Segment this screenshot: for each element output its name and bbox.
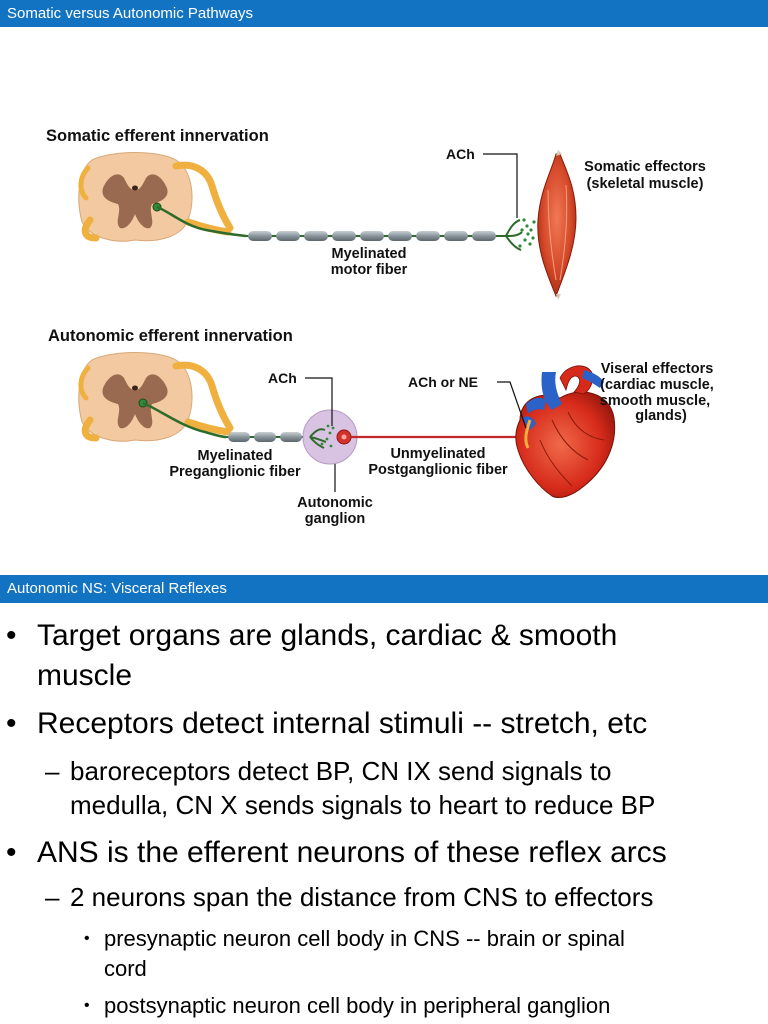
bullet-receptors: • Receptors detect internal stimuli -- s… <box>6 704 746 744</box>
motor-axon <box>156 205 247 238</box>
slide-header: Autonomic NS: Visceral Reflexes <box>0 575 768 603</box>
visceral-effectors-label-4: glands) <box>635 408 687 424</box>
sub-bullet-baroreceptors: – baroreceptors detect BP, CN IX send si… <box>45 754 745 822</box>
slide-somatic-vs-autonomic: Somatic versus Autonomic Pathways Somati… <box>0 0 768 527</box>
bullet-line: Receptors detect internal stimuli -- str… <box>37 707 648 740</box>
autonomic-ganglion <box>302 409 358 465</box>
bullet-line: postsynaptic neuron cell body in periphe… <box>104 993 611 1018</box>
bullet-line: muscle <box>37 659 133 692</box>
bullet-line: baroreceptors detect BP, CN IX send sign… <box>70 756 612 786</box>
postganglionic-label-1: Unmyelinated <box>390 446 485 462</box>
bullet-line: ANS is the efferent neurons of these ref… <box>37 836 667 869</box>
bullet-line: medulla, CN X sends signals to heart to … <box>70 790 656 820</box>
ganglion-label-1: Autonomic <box>297 495 373 511</box>
somatic-effectors-label-2: (skeletal muscle) <box>587 176 704 192</box>
nerve-root-somatic <box>81 161 234 242</box>
bullet-line: 2 neurons span the distance from CNS to … <box>70 882 654 912</box>
bullet-line: Target organs are glands, cardiac & smoo… <box>37 619 618 652</box>
bullet-marker: • <box>6 619 17 652</box>
bullet-line: cord <box>104 956 147 981</box>
visceral-effectors-label-1: Viseral effectors <box>601 361 714 377</box>
bullet-target-organs: • Target organs are glands, cardiac & sm… <box>6 616 746 696</box>
myelinated-motor-fiber <box>246 231 508 241</box>
ach-or-ne-label: ACh or NE <box>408 374 478 390</box>
bullet-marker: • <box>6 707 17 740</box>
bullet-marker: – <box>45 882 60 912</box>
visceral-effectors-label-2: (cardiac muscle, <box>600 377 714 393</box>
ganglion-ach-label: ACh <box>268 370 297 386</box>
spinal-cord-somatic <box>78 152 193 242</box>
bullet-marker: • <box>84 997 90 1014</box>
bullet-marker: • <box>6 836 17 869</box>
spinal-cord-autonomic <box>78 352 193 442</box>
sub-bullet-two-neurons: – 2 neurons span the distance from CNS t… <box>45 880 755 914</box>
somatic-ach-label: ACh <box>446 146 475 162</box>
somatic-effectors-label-1: Somatic effectors <box>584 159 706 175</box>
bullet-marker: – <box>45 756 60 786</box>
postganglionic-label-2: Postganglionic fiber <box>368 462 508 478</box>
somatic-title: Somatic efferent innervation <box>46 127 269 145</box>
bullet-marker: • <box>84 930 90 947</box>
preganglionic-label-2: Preganglionic fiber <box>169 464 301 480</box>
sub-sub-bullet-presynaptic: • presynaptic neuron cell body in CNS --… <box>84 924 754 984</box>
skeletal-muscle <box>537 150 577 300</box>
motor-fiber-label-1: Myelinated <box>332 246 407 262</box>
ganglion-label-2: ganglion <box>305 511 365 527</box>
bullet-line: presynaptic neuron cell body in CNS -- b… <box>104 926 625 951</box>
slide-header: Somatic versus Autonomic Pathways <box>0 0 768 27</box>
pathways-diagram: Somatic efferent innervation <box>46 127 714 527</box>
slide-visceral-reflexes: Autonomic NS: Visceral Reflexes • Target… <box>0 575 768 1024</box>
bullet-ans-efferent: • ANS is the efferent neurons of these r… <box>6 833 756 873</box>
sub-sub-bullet-postsynaptic: • postsynaptic neuron cell body in perip… <box>84 991 754 1021</box>
heart <box>515 365 616 499</box>
autonomic-title: Autonomic efferent innervation <box>48 327 293 345</box>
nerve-root-autonomic <box>81 361 234 442</box>
preganglionic-label-1: Myelinated <box>198 448 273 464</box>
neuromuscular-junction <box>505 218 536 251</box>
motor-fiber-label-2: motor fiber <box>331 262 408 278</box>
visceral-effectors-label-3: smooth muscle, <box>600 393 710 409</box>
